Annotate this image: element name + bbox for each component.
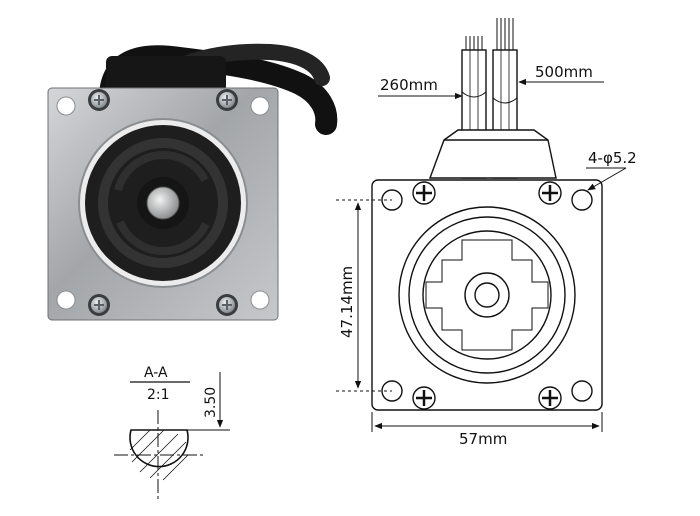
screw-icon bbox=[216, 89, 238, 111]
section-label: A-A bbox=[144, 365, 168, 381]
front-view-drawing bbox=[371, 18, 603, 411]
mount-hole bbox=[56, 96, 76, 116]
screw-icon bbox=[216, 294, 238, 316]
mount-hole bbox=[571, 189, 593, 211]
hole-spec-label: 4-φ5.2 bbox=[588, 149, 637, 167]
screw-icon bbox=[88, 294, 110, 316]
dimension-lines bbox=[336, 78, 627, 432]
mount-hole bbox=[381, 189, 403, 211]
motor-photo bbox=[47, 43, 338, 321]
section-view bbox=[114, 372, 230, 500]
frame-width-label: 57mm bbox=[459, 430, 507, 448]
flat-depth-label: 3.50 bbox=[203, 387, 219, 418]
mount-hole bbox=[381, 380, 403, 402]
screw-icon bbox=[538, 181, 562, 205]
hole-spacing-label: 47.14mm bbox=[338, 266, 356, 338]
screw-icon bbox=[538, 386, 562, 410]
mount-hole bbox=[250, 96, 270, 116]
screw-icon bbox=[412, 181, 436, 205]
screw-icon bbox=[88, 89, 110, 111]
shaft-icon bbox=[474, 282, 500, 308]
mount-hole bbox=[250, 290, 270, 310]
section-scale-label: 2:1 bbox=[147, 387, 170, 403]
mount-hole bbox=[56, 290, 76, 310]
boss-outer bbox=[398, 206, 576, 384]
motor-cables bbox=[99, 43, 338, 135]
cable-b-length-label: 500mm bbox=[535, 63, 593, 81]
cable-gland bbox=[428, 129, 557, 179]
shaft-icon bbox=[146, 186, 180, 220]
motor-frame-outline bbox=[371, 179, 603, 411]
cable-a-length-label: 260mm bbox=[380, 76, 438, 94]
mount-hole bbox=[571, 380, 593, 402]
screw-icon bbox=[412, 386, 436, 410]
